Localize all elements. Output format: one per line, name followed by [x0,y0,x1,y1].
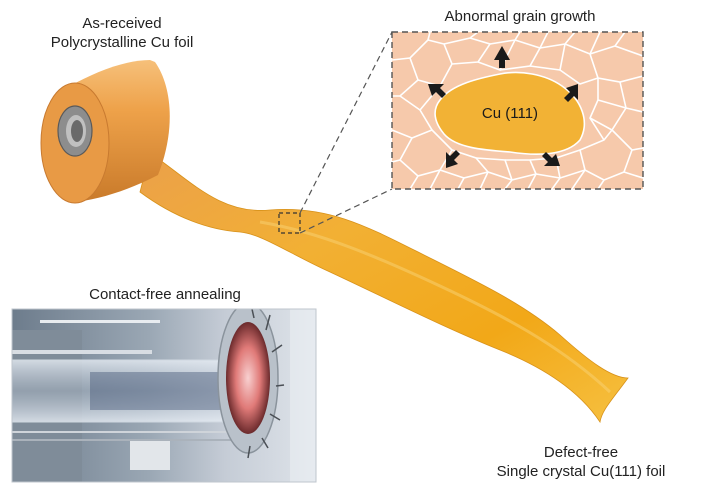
photo-border [11,308,317,483]
arrow-icon [446,150,460,168]
as-received-line2: Polycrystalline Cu foil [50,34,194,51]
cu111-label: Cu (111) [482,105,538,122]
annealing-photo [12,309,316,482]
zoom-line-bottom [299,188,393,234]
furnace-glow [226,322,270,434]
grain-boundaries [392,32,643,189]
tube-content [90,372,240,410]
defect-free-line2: Single crystal Cu(111) foil [496,463,666,480]
defect-free-line1: Defect-free [543,444,619,461]
abnormal-grain-growth-label: Abnormal grain growth [444,8,596,25]
lab-shelf-2 [40,320,160,323]
quartz-tube [12,359,253,423]
arrow-icon [494,46,510,68]
zoom-marker-box [278,212,301,234]
defect-free-label: Defect-free Single crystal Cu(111) foil [455,443,707,481]
grain-inset: Cu (111) [392,32,643,189]
arrow-icon [564,84,578,102]
arrow-icon [428,84,446,98]
ribbon-highlight [259,220,612,394]
grain-inset-border [391,31,644,190]
flange-bolts [247,309,285,459]
foil-ribbon [139,152,629,424]
as-received-line1: As-received [82,15,162,32]
photo-shade-right [290,309,316,482]
zoom-line-top [299,31,393,214]
as-received-label: As-received Polycrystalline Cu foil [22,14,222,52]
roll-core-hole [71,120,83,142]
contact-free-annealing-label: Contact-free annealing [89,286,241,303]
arrow-icon [542,152,560,166]
lab-cabinet [130,440,170,470]
big-grain-cu111 [434,71,586,156]
growth-arrows [428,46,578,168]
lab-shelf [12,350,152,354]
